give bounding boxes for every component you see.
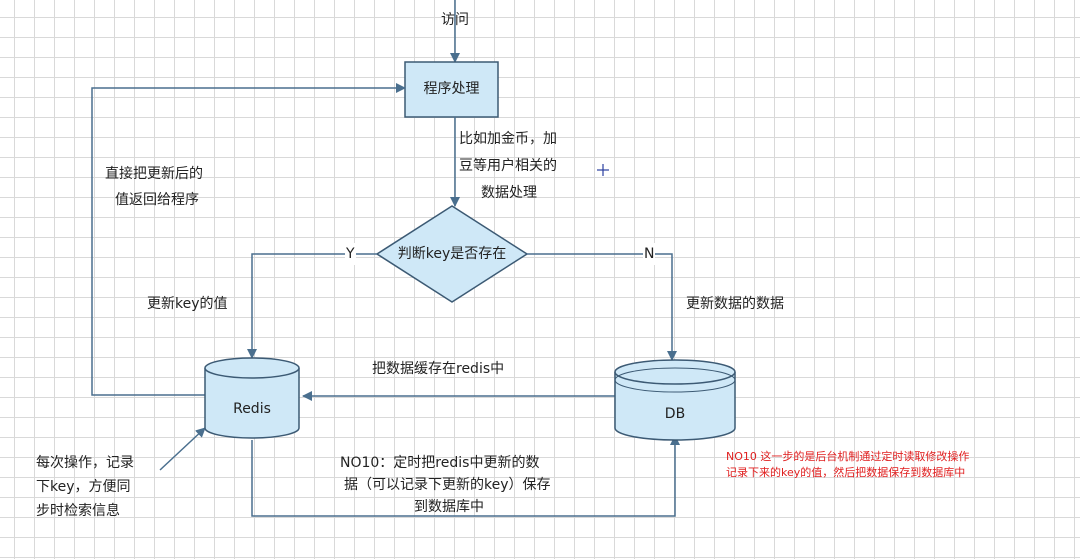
return-loop-arrow: [91, 83, 406, 396]
process-box: [404, 61, 499, 118]
op-note-line-2: 下key，方便同: [36, 479, 131, 495]
return-note-line-1: 直接把更新后的: [105, 166, 203, 182]
update-db-note: 更新数据的数据: [686, 296, 784, 312]
cache-note: 把数据缓存在redis中: [372, 361, 505, 377]
redis-label: Redis: [233, 401, 271, 417]
decision-label: 判断key是否存在: [397, 246, 507, 262]
op-note-arrow: [159, 427, 206, 471]
update-key-note: 更新key的值: [147, 296, 228, 312]
db-cylinder: [614, 359, 736, 441]
red-note-line-1: NO10 这一步的是后台机制通过定时读取修改操作: [726, 450, 970, 463]
redis-cylinder: [204, 357, 300, 439]
db-label: DB: [664, 406, 686, 422]
no-label: N: [643, 243, 656, 265]
return-note-line-2: 值返回给程序: [115, 192, 199, 208]
process-note-line-2: 豆等用户相关的: [459, 158, 557, 174]
star-marker: [597, 164, 609, 176]
sync-note-line-1: NO10：定时把redis中更新的数: [340, 455, 540, 471]
yes-label: Y: [345, 243, 356, 265]
op-note-line-1: 每次操作，记录: [36, 455, 134, 471]
op-note-line-3: 步时检索信息: [36, 503, 120, 519]
sync-note-line-3: 到数据库中: [414, 499, 484, 515]
process-box-label: 程序处理: [423, 81, 480, 97]
process-note-line-1: 比如加金币，加: [459, 131, 557, 147]
yes-branch-arrow: [247, 253, 377, 359]
red-note-line-2: 记录下来的key的值，然后把数据保存到数据库中: [726, 466, 966, 479]
redis-to-db-sync-arrow: [251, 435, 680, 517]
no-branch-arrow: [527, 253, 677, 361]
entry-label: 访问: [441, 12, 469, 28]
process-note-line-3: 数据处理: [481, 185, 537, 201]
decision-diamond: [375, 205, 529, 303]
sync-note-line-2: 据（可以记录下更新的key）保存: [344, 477, 551, 493]
